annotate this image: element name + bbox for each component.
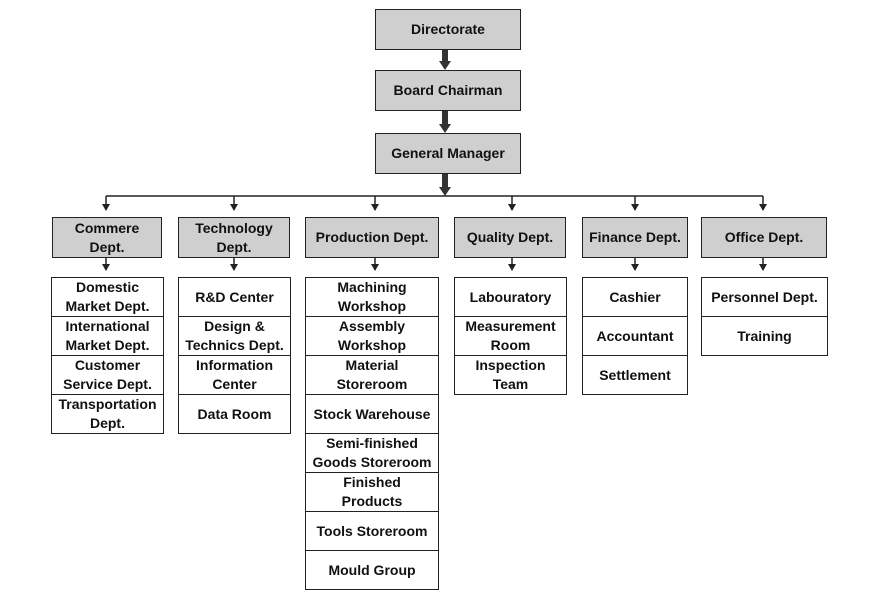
unit-drops bbox=[102, 258, 767, 271]
unit-finished-products: Finished Products bbox=[305, 472, 439, 512]
unit-tools-storeroom: Tools Storeroom bbox=[305, 511, 439, 551]
unit-international-market: International Market Dept. bbox=[51, 316, 164, 356]
unit-personnel-dept: Personnel Dept. bbox=[701, 277, 828, 317]
directorate-box: Directorate bbox=[375, 9, 521, 50]
unit-mould-group: Mould Group bbox=[305, 550, 439, 590]
unit-rd-center: R&D Center bbox=[178, 277, 291, 317]
board-chairman-box: Board Chairman bbox=[375, 70, 521, 111]
unit-labouratory: Labouratory bbox=[454, 277, 567, 317]
unit-material-storeroom: Material Storeroom bbox=[305, 355, 439, 395]
general-manager-box: General Manager bbox=[375, 133, 521, 174]
department-drops bbox=[102, 196, 767, 211]
unit-settlement: Settlement bbox=[582, 355, 688, 395]
unit-design-technics: Design & Technics Dept. bbox=[178, 316, 291, 356]
unit-machining-workshop: Machining Workshop bbox=[305, 277, 439, 317]
unit-assembly-workshop: Assembly Workshop bbox=[305, 316, 439, 356]
unit-domestic-market: Domestic Market Dept. bbox=[51, 277, 164, 317]
department-technology: Technology Dept. bbox=[178, 217, 290, 258]
unit-data-room: Data Room bbox=[178, 394, 291, 434]
unit-accountant: Accountant bbox=[582, 316, 688, 356]
department-quality: Quality Dept. bbox=[454, 217, 566, 258]
department-production: Production Dept. bbox=[305, 217, 439, 258]
unit-cashier: Cashier bbox=[582, 277, 688, 317]
unit-transportation: Transportation Dept. bbox=[51, 394, 164, 434]
unit-information-center: Information Center bbox=[178, 355, 291, 395]
unit-measurement-room: Measurement Room bbox=[454, 316, 567, 356]
unit-inspection-team: Inspection Team bbox=[454, 355, 567, 395]
department-commere: Commere Dept. bbox=[52, 217, 162, 258]
unit-training: Training bbox=[701, 316, 828, 356]
unit-stock-warehouse: Stock Warehouse bbox=[305, 394, 439, 434]
department-finance: Finance Dept. bbox=[582, 217, 688, 258]
unit-customer-service: Customer Service Dept. bbox=[51, 355, 164, 395]
department-office: Office Dept. bbox=[701, 217, 827, 258]
unit-semi-finished-storeroom: Semi-finished Goods Storeroom bbox=[305, 433, 439, 473]
